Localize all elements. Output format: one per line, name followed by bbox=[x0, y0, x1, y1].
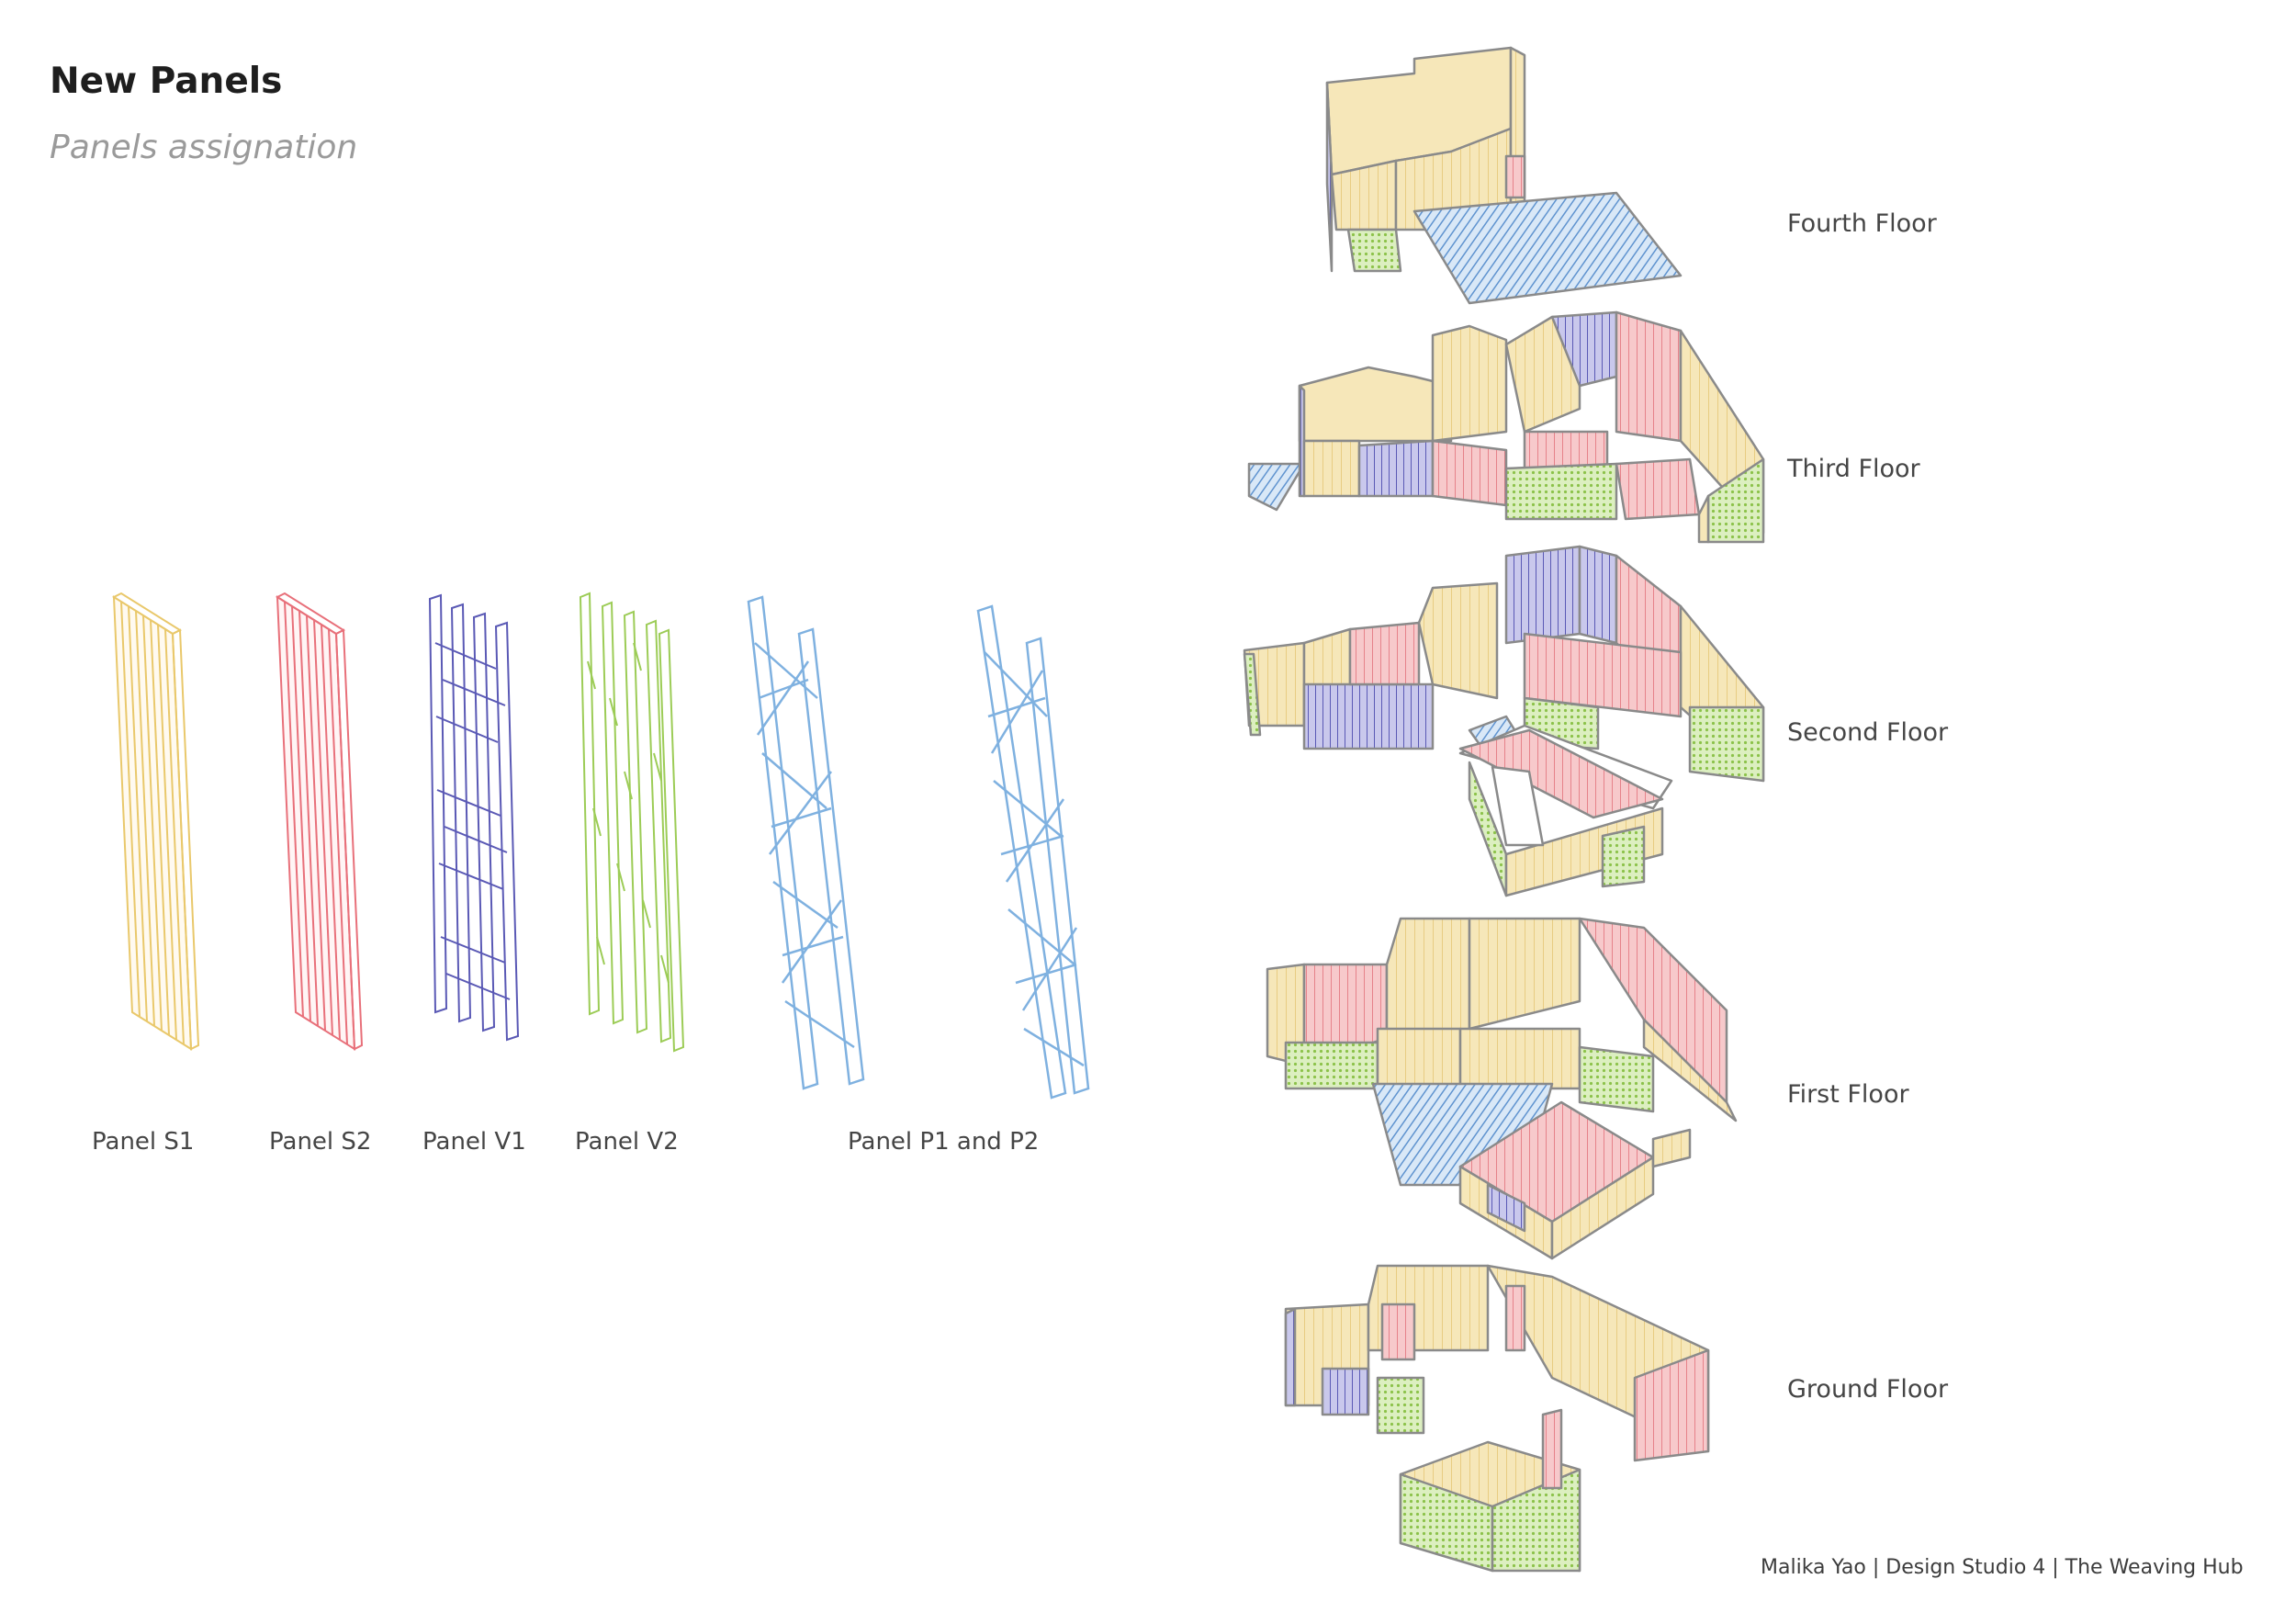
second-floor-drawing bbox=[1243, 545, 1765, 897]
vertical-panel-v1-icon bbox=[428, 593, 520, 1042]
author-credit: Malika Yao | Design Studio 4 | The Weavi… bbox=[1761, 1556, 2244, 1579]
panel-label-p1-p2: Panel P1 and P2 bbox=[848, 1128, 1040, 1156]
third-floor-drawing bbox=[1247, 310, 1765, 544]
floor-label-ground: Ground Floor bbox=[1787, 1375, 1949, 1404]
fourth-floor-drawing bbox=[1325, 46, 1683, 305]
floor-label-first: First Floor bbox=[1787, 1080, 1909, 1109]
page-title: New Panels bbox=[50, 61, 283, 102]
solid-panel-s1-icon bbox=[111, 592, 200, 1051]
floor-label-fourth: Fourth Floor bbox=[1787, 209, 1937, 238]
solid-panel-s2-icon bbox=[275, 592, 364, 1051]
lattice-panel-p2-icon bbox=[976, 604, 1090, 1100]
first-floor-drawing bbox=[1266, 917, 1738, 1260]
vertical-panel-v2-icon bbox=[579, 592, 685, 1053]
lattice-panel-p1-icon bbox=[747, 595, 865, 1090]
panel-label-v2: Panel V2 bbox=[575, 1128, 679, 1156]
panel-label-v1: Panel V1 bbox=[422, 1128, 526, 1156]
floor-label-second: Second Floor bbox=[1787, 718, 1949, 747]
panel-label-s1: Panel S1 bbox=[92, 1128, 195, 1156]
ground-floor-drawing bbox=[1284, 1264, 1710, 1573]
floor-label-third: Third Floor bbox=[1787, 455, 1920, 483]
page-subtitle: Panels assignation bbox=[50, 129, 358, 166]
panel-label-s2: Panel S2 bbox=[269, 1128, 372, 1156]
